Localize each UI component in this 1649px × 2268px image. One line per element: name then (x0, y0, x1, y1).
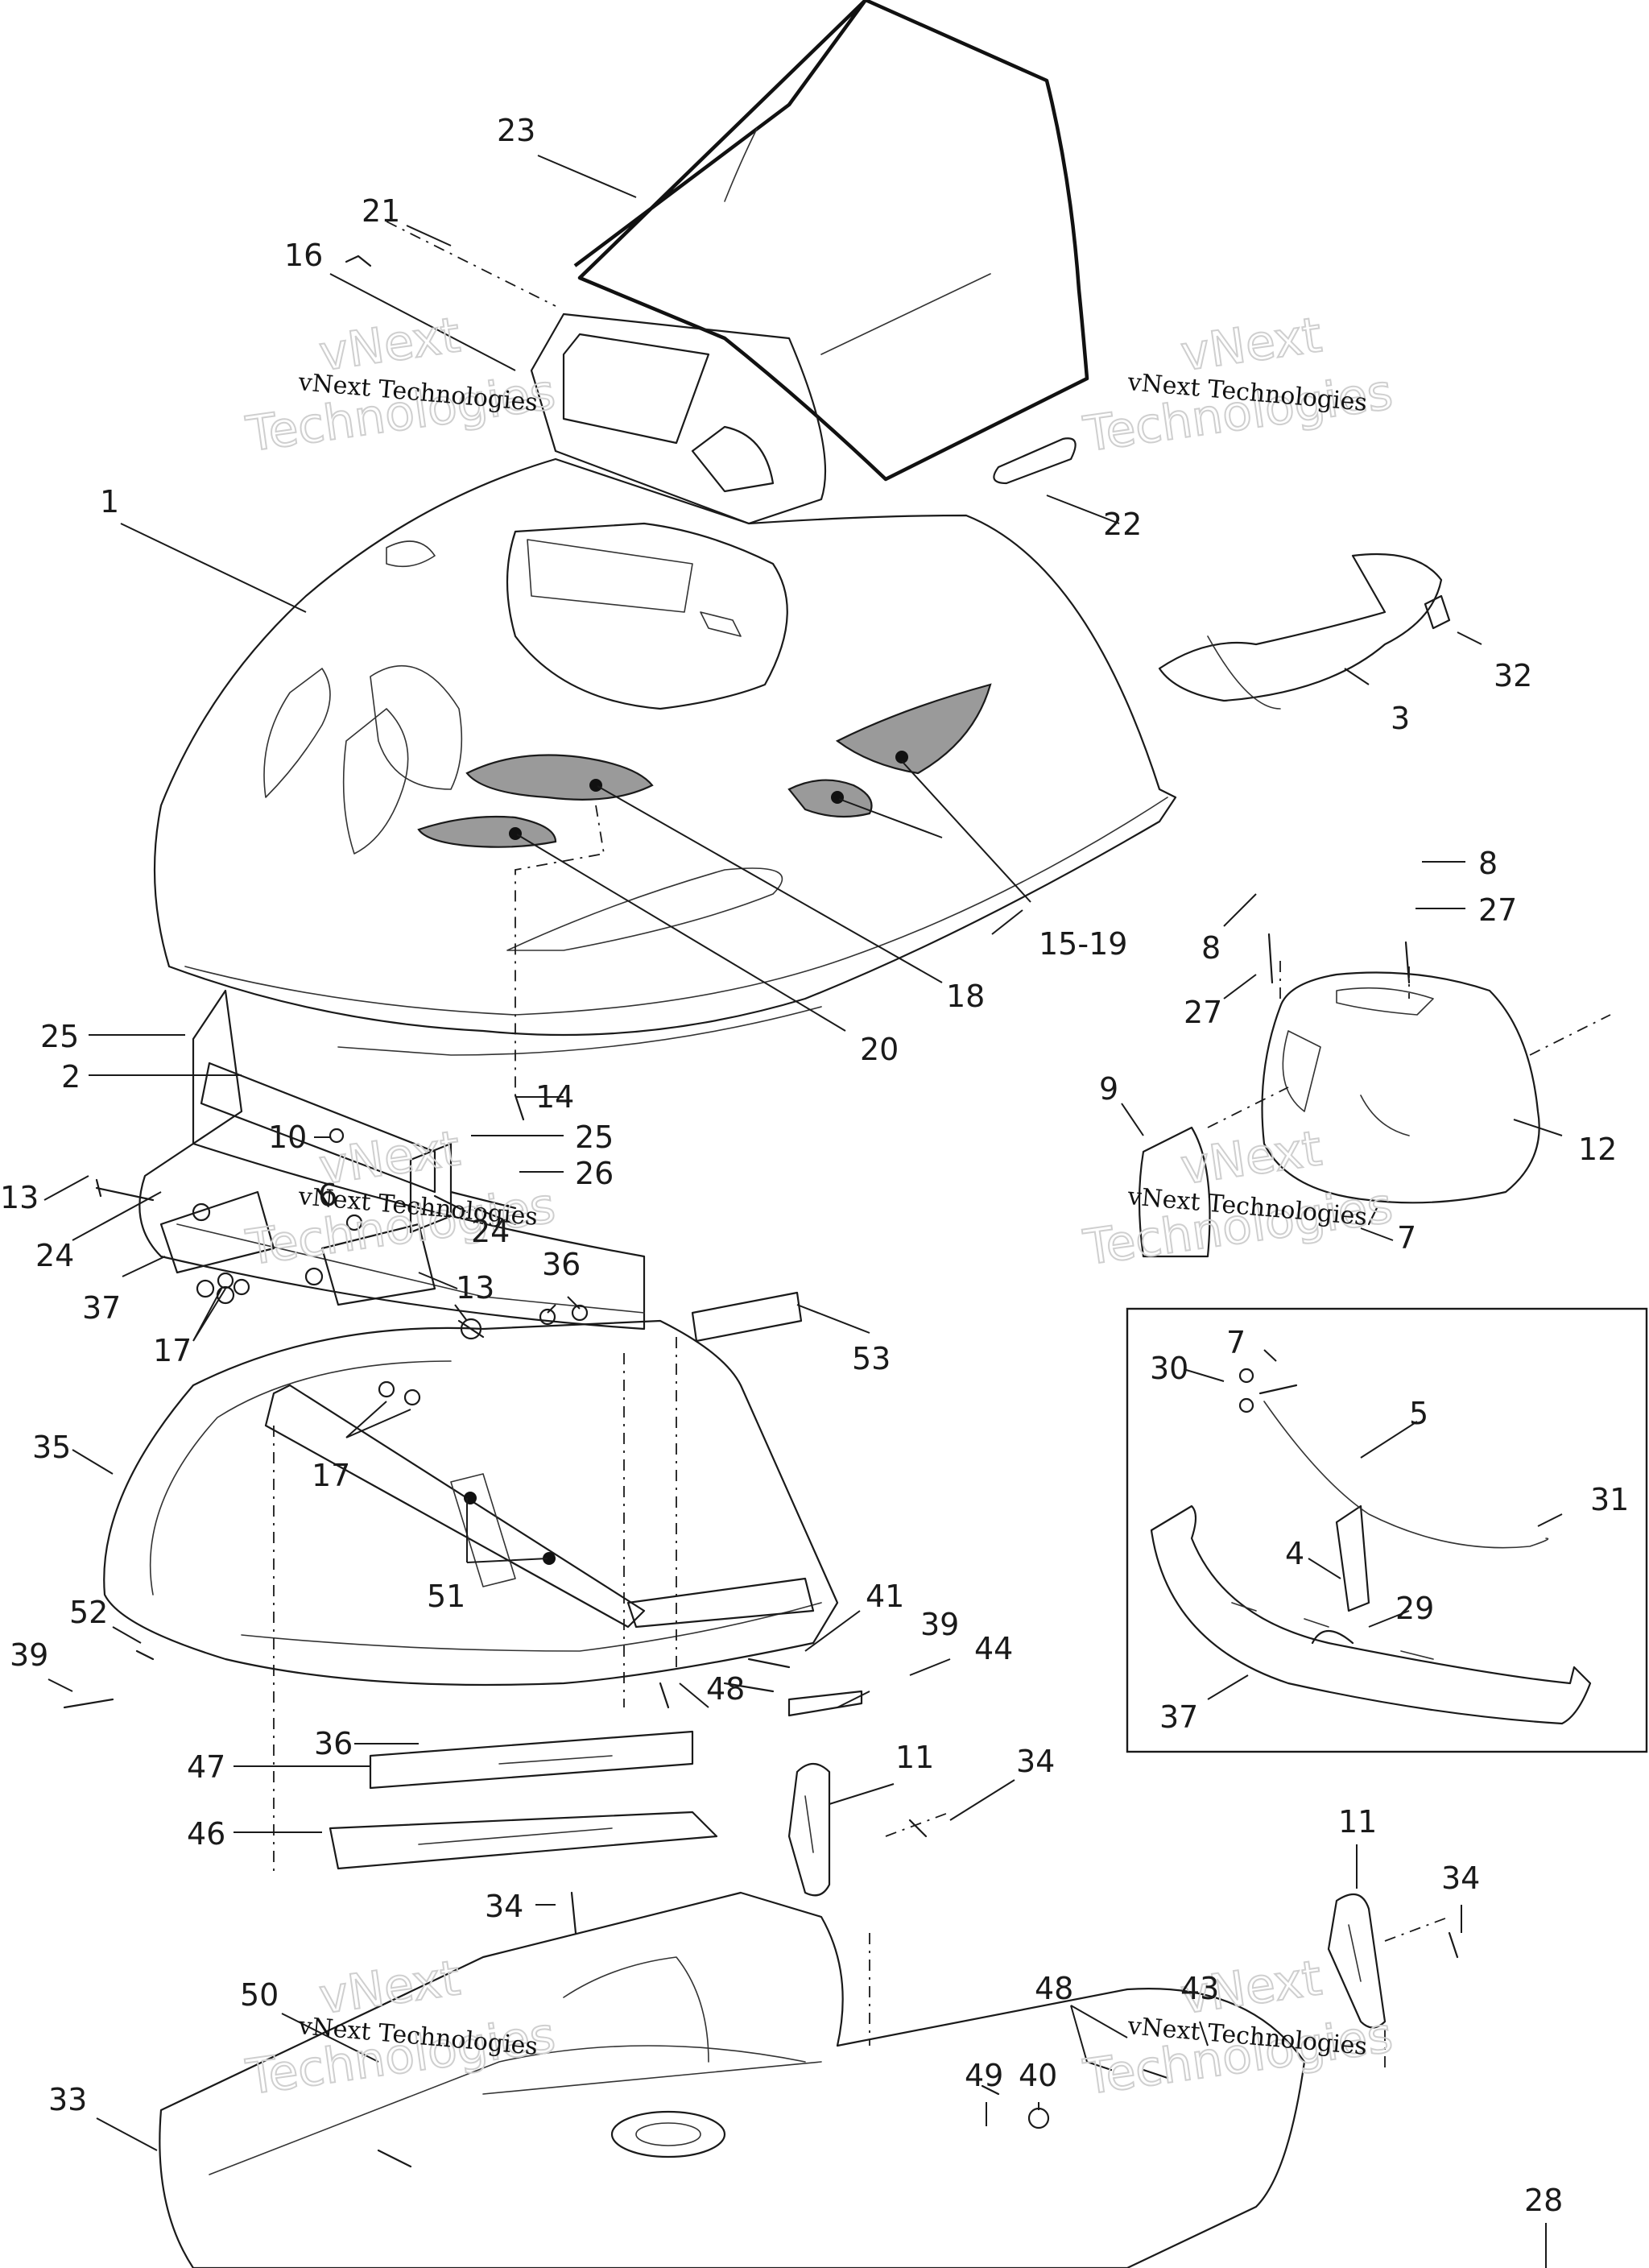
callout-37-main: 37 (82, 1290, 121, 1326)
callout-10: 10 (268, 1120, 307, 1155)
callout-21: 21 (362, 193, 400, 229)
belly-pan (159, 1891, 1306, 2268)
callout-13-mid: 13 (456, 1270, 494, 1306)
callout-43: 43 (1180, 1971, 1219, 2006)
callout-35: 35 (32, 1430, 71, 1465)
callout-26: 26 (575, 1156, 614, 1191)
callout-18: 18 (946, 979, 985, 1014)
callout-37-inset: 37 (1159, 1699, 1198, 1735)
callout-2: 2 (61, 1059, 81, 1095)
callout-48-bottom: 48 (1035, 1971, 1073, 2006)
svg-text:vNext: vNext (316, 1950, 463, 2026)
svg-text:vNext: vNext (316, 1120, 463, 1196)
callout-8-left: 8 (1201, 930, 1221, 966)
callout-52: 52 (69, 1595, 108, 1630)
callout-14: 14 (535, 1079, 574, 1115)
watermark-bottom-left: vNext Technologies vNext Technologies (242, 1949, 559, 2107)
watermark-bottom-right: vNext Technologies vNext Technologies (1079, 1949, 1396, 2107)
callout-24-right: 24 (471, 1214, 510, 1249)
callout-13-left: 13 (0, 1180, 39, 1215)
callout-25-mid: 25 (575, 1120, 614, 1155)
svg-text:vNext: vNext (1177, 307, 1325, 383)
callout-11-left: 11 (895, 1740, 934, 1775)
watermark-top-right: vNext Technologies vNext Technologies (1079, 306, 1396, 464)
callout-30: 30 (1150, 1351, 1188, 1386)
callout-40: 40 (1019, 2058, 1057, 2093)
front-bumper (103, 1319, 839, 1687)
hand-grip (993, 437, 1077, 485)
alignment-lines (273, 221, 1611, 2070)
callout-23: 23 (497, 113, 535, 148)
callout-20: 20 (860, 1032, 899, 1067)
callout-16: 16 (284, 238, 323, 273)
callout-17-top: 17 (153, 1333, 192, 1368)
callout-50: 50 (240, 1977, 279, 2013)
watermark-top-left: vNext Technologies vNext Technologies (242, 306, 559, 464)
rail-46 (329, 1811, 718, 1870)
bumper-cover (1158, 553, 1443, 710)
callout-44: 44 (974, 1631, 1013, 1666)
callout-27-right: 27 (1478, 892, 1517, 928)
callout-31: 31 (1590, 1482, 1629, 1517)
side-panel (1138, 1126, 1211, 1258)
callout-7-inset: 7 (1226, 1325, 1246, 1360)
callout-51: 51 (427, 1579, 465, 1614)
callout-36-top: 36 (542, 1247, 581, 1282)
callout-22: 22 (1103, 507, 1142, 542)
callout-5: 5 (1409, 1396, 1428, 1431)
side-housing (1261, 971, 1540, 1204)
callout-12: 12 (1578, 1132, 1617, 1167)
callout-1: 1 (100, 484, 119, 519)
svg-text:vNext: vNext (1177, 1120, 1325, 1196)
rail-47 (369, 1730, 694, 1790)
clip-32 (1424, 594, 1451, 630)
callout-3: 3 (1391, 701, 1410, 736)
callout-47: 47 (187, 1749, 225, 1785)
callout-39-left: 39 (10, 1637, 48, 1673)
callout-6: 6 (318, 1177, 337, 1213)
callout-34-right: 34 (1016, 1744, 1055, 1779)
strip-53 (691, 1291, 803, 1343)
hardware (63, 255, 1459, 2168)
callout-11-right: 11 (1338, 1804, 1377, 1840)
strip-44 (787, 1690, 863, 1717)
callout-46: 46 (187, 1816, 225, 1852)
callout-49: 49 (965, 2058, 1003, 2093)
callout-25-top: 25 (40, 1019, 79, 1054)
inset-detail (1126, 1307, 1648, 1753)
leader-lines (43, 155, 1563, 2268)
callout-17-mid: 17 (312, 1458, 350, 1493)
callout-36-mid: 36 (314, 1726, 353, 1761)
callout-labels: 23 21 16 1 22 32 3 15-19 18 20 8 8 27 27… (0, 113, 1629, 2218)
callout-53: 53 (852, 1341, 891, 1376)
console-bezel (530, 312, 827, 525)
callout-28: 28 (1524, 2183, 1563, 2218)
callout-27-left: 27 (1184, 995, 1222, 1030)
hood (153, 457, 1177, 1056)
callout-7-top: 7 (1397, 1220, 1416, 1256)
front-bracket-assembly (95, 989, 646, 1340)
callout-41: 41 (866, 1579, 904, 1614)
callout-33: 33 (48, 2082, 87, 2117)
callout-24-left: 24 (35, 1238, 74, 1273)
callout-4: 4 (1285, 1536, 1304, 1571)
callout-34-mid: 34 (485, 1889, 523, 1924)
watermark-mid-right: vNext Technologies vNext Technologies (1079, 1120, 1396, 1277)
callout-15-19: 15-19 (1039, 926, 1127, 962)
callout-8-right: 8 (1478, 846, 1498, 881)
bracket-11-right (1327, 1893, 1387, 2029)
callout-39-right: 39 (920, 1607, 959, 1642)
callout-9: 9 (1099, 1071, 1118, 1107)
callout-32: 32 (1494, 658, 1532, 693)
callout-48-mid: 48 (706, 1671, 745, 1707)
bracket-11-left (787, 1762, 831, 1897)
windshield (573, 0, 1089, 482)
callout-29: 29 (1395, 1591, 1434, 1626)
callout-34-far-right: 34 (1441, 1860, 1480, 1896)
